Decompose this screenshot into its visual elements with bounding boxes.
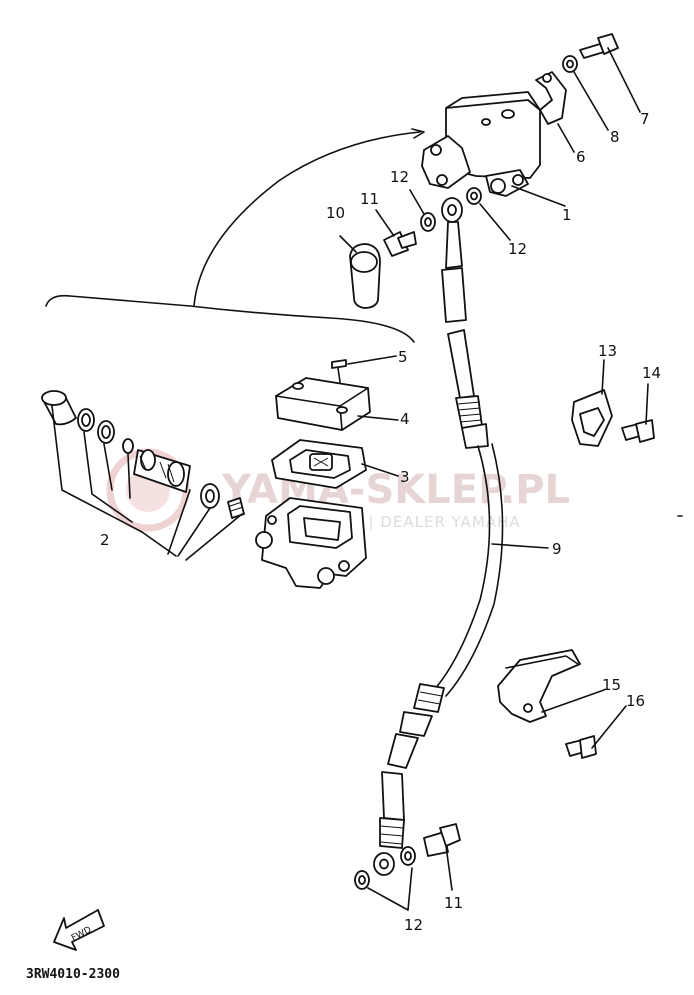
clamp-holder (535, 71, 567, 125)
fwd-arrow: FWD (53, 909, 105, 951)
union-bolt-11-bottom (423, 823, 461, 857)
callout-13: 13 (598, 342, 617, 360)
callout-15: 15 (602, 676, 621, 694)
callout-12-bottom: 12 (404, 916, 423, 934)
callout-11-top: 11 (360, 190, 379, 208)
callout-10: 10 (326, 204, 345, 222)
bolt-16 (565, 735, 597, 759)
leader-lines (339, 47, 649, 911)
hose-guide-13 (571, 389, 613, 447)
bolt-14 (621, 419, 655, 443)
bracket-15 (497, 649, 581, 723)
master-cylinder-upper (421, 91, 541, 197)
washer-12-top (420, 212, 436, 232)
callout-12-top: 12 (390, 168, 409, 186)
callout-4: 4 (400, 410, 410, 428)
callout-12-mid: 12 (508, 240, 527, 258)
callout-8: 8 (610, 128, 620, 146)
washer-12-bottom-b (400, 846, 416, 866)
diaphragm-3 (271, 439, 367, 489)
watermark-tagline: CZ | DEALER YAMAHA (340, 513, 521, 531)
piston-kit (41, 390, 245, 561)
callouts: 1 2 3 4 5 6 7 8 9 10 11 11 12 12 12 13 1… (100, 110, 661, 934)
assembly-bracket (45, 131, 421, 343)
cover-screw-5 (331, 359, 347, 383)
washer-12-bottom-a (354, 870, 370, 890)
brake-hose (373, 197, 504, 876)
callout-9: 9 (552, 540, 562, 558)
callout-1: 1 (562, 206, 572, 224)
callout-16: 16 (626, 692, 645, 710)
watermark-brand: YAMA-SKLEP.PL (221, 467, 570, 513)
bracket-arrow (411, 128, 425, 139)
reservoir-cover-4 (275, 377, 371, 431)
washer-12-mid (466, 187, 482, 205)
cap-10 (349, 243, 381, 309)
callout-5: 5 (398, 348, 408, 366)
bolt-7 (579, 33, 619, 59)
diagram-code: 3RW4010-2300 (26, 967, 120, 982)
union-bolt-11-top (383, 231, 417, 257)
callout-6: 6 (576, 148, 586, 166)
callout-3: 3 (400, 468, 410, 486)
washer-8 (562, 55, 578, 73)
callout-2: 2 (100, 531, 110, 549)
callout-14: 14 (642, 364, 661, 382)
master-cylinder-lower (255, 497, 367, 589)
callout-11-bottom: 11 (444, 894, 463, 912)
callout-7: 7 (640, 110, 650, 128)
